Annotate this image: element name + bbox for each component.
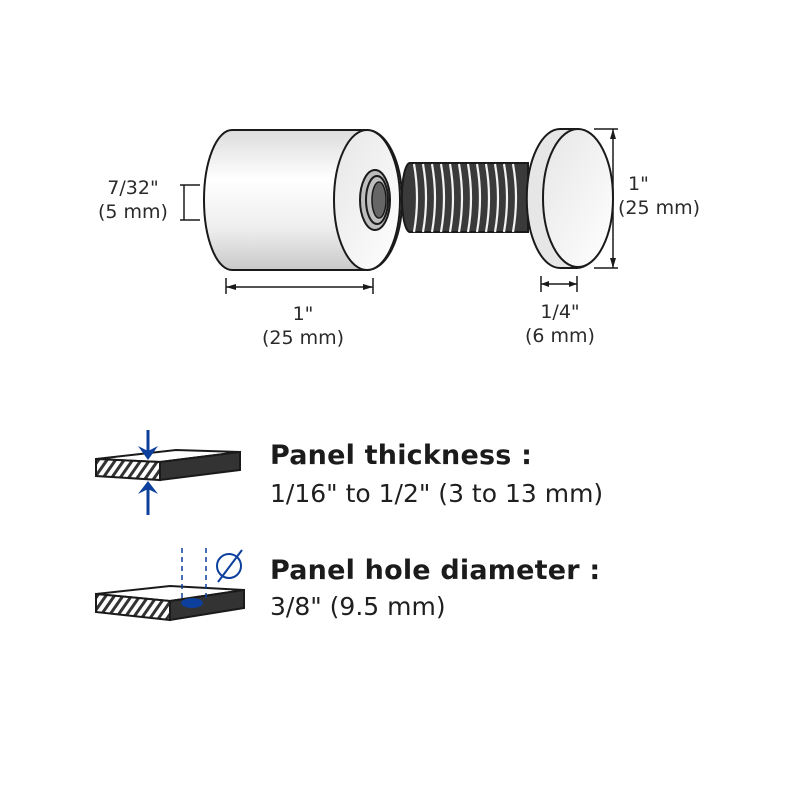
spec-title: Panel hole diameter : [270,555,601,586]
hole-dimension-metric: (5 mm) [98,201,168,223]
cap-screw [400,128,614,269]
cap-diameter-imperial: 1" [628,173,649,195]
spec-panel-thickness: Panel thickness : 1/16" to 1/2" (3 to 13… [270,440,603,508]
barrel-length-dimension-marker [225,278,374,294]
cap-diameter-dimension-marker [594,128,618,269]
panel-hole-diameter-icon [95,548,245,622]
cap-thickness-dimension-marker [540,276,578,292]
spec-value: 3/8" (9.5 mm) [270,592,446,621]
panel-thickness-icon [95,430,241,515]
cap-thickness-metric: (6 mm) [525,325,595,347]
cap-diameter-label: 1" (25 mm) [618,172,718,220]
hole-dimension-label: 7/32" (5 mm) [88,176,178,224]
barrel-length-metric: (25 mm) [261,327,345,349]
spec-panel-hole-diameter: Panel hole diameter : 3/8" (9.5 mm) [270,555,600,621]
barrel-length-label: 1" (25 mm) [248,302,358,350]
hole-dimension-marker [180,184,200,221]
hole-dimension-imperial: 7/32" [107,177,159,199]
diameter-symbol-icon [216,549,243,583]
spec-title: Panel thickness : [270,440,533,471]
barrel-length-imperial: 1" [292,303,314,325]
standoff-barrel [203,129,403,271]
spec-value: 1/16" to 1/2" (3 to 13 mm) [270,479,604,508]
cap-diameter-metric: (25 mm) [618,197,701,219]
cap-thickness-label: 1/4" (6 mm) [510,300,610,348]
cap-thickness-imperial: 1/4" [540,301,580,323]
